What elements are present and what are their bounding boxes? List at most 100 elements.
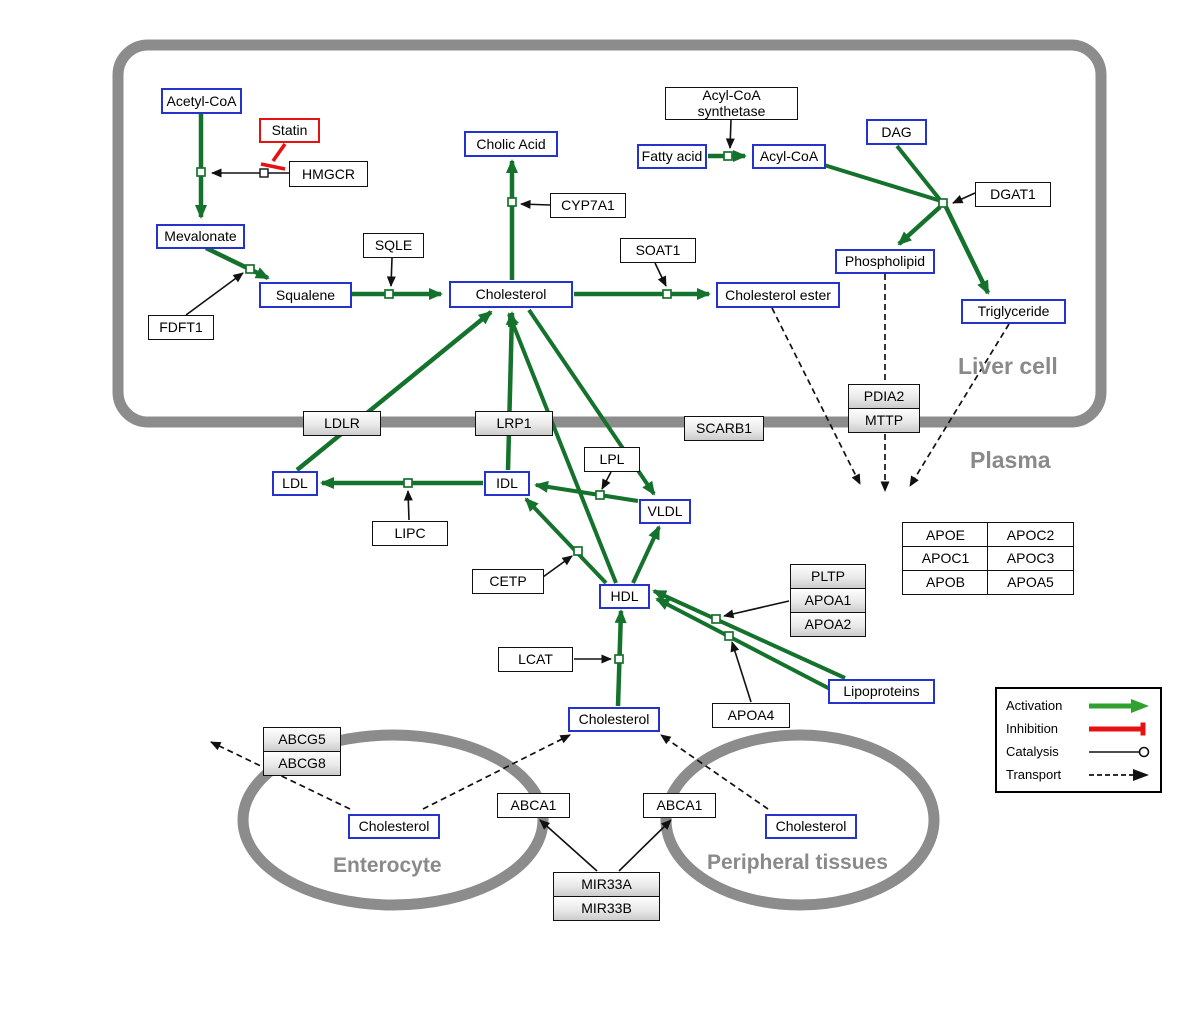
node-apoa1[interactable]: APOA1: [790, 588, 866, 613]
edge-mir33-abca1-left: [539, 819, 598, 872]
catalysis-circle-icon: [1089, 746, 1150, 757]
edge-apoa4-catalysis: [730, 641, 752, 703]
node-lipoproteins[interactable]: Lipoproteins: [828, 679, 935, 704]
statin-inhibition-line: [271, 142, 287, 163]
edge-cholesterol-abcg-export: [210, 741, 351, 810]
node-scarb1[interactable]: SCARB1: [684, 416, 764, 441]
edge-vldl-idl: [534, 480, 639, 503]
plasma-label: Plasma: [970, 447, 1051, 473]
edge-sqle-catalysis: [386, 257, 396, 287]
node-lpl[interactable]: LPL: [584, 447, 640, 472]
node-cholesterol-enterocyte[interactable]: Cholesterol: [348, 814, 440, 839]
node-acetyl-coa[interactable]: Acetyl-CoA: [161, 88, 242, 114]
edge-cholesterolester-plasma: [771, 307, 861, 485]
apo-table: APOE APOC2 APOC1 APOC3 APOB APOA5: [902, 522, 1074, 595]
catalysis-edges: [185, 119, 976, 872]
apo-cell[interactable]: APOA5: [987, 569, 1074, 595]
node-apoa4[interactable]: APOA4: [712, 703, 790, 728]
node-fatty-acid[interactable]: Fatty acid: [637, 144, 707, 169]
node-apoa2[interactable]: APOA2: [790, 612, 866, 637]
legend-row-inhibition: Inhibition: [997, 717, 1160, 740]
node-sqle[interactable]: SQLE: [363, 233, 424, 258]
acs-line1: Acyl-CoA: [702, 87, 761, 104]
edge-dgat1-catalysis: [952, 192, 976, 204]
edge-cetp-catalysis: [542, 555, 573, 578]
node-dag[interactable]: DAG: [866, 119, 927, 145]
node-abcg8[interactable]: ABCG8: [263, 751, 341, 776]
apo-cell[interactable]: APOE: [902, 522, 989, 548]
node-lcat[interactable]: LCAT: [498, 647, 573, 672]
node-dgat1[interactable]: DGAT1: [975, 182, 1051, 207]
edge-soat1-catalysis: [654, 262, 667, 287]
apo-cell[interactable]: APOC3: [987, 545, 1074, 571]
edge-pltp-stack-catalysis: [723, 600, 790, 619]
legend-activation-label: Activation: [1006, 698, 1063, 713]
activation-edges: [195, 113, 991, 707]
node-hmgcr[interactable]: HMGCR: [289, 161, 368, 187]
legend-catalysis-label: Catalysis: [1006, 744, 1059, 759]
node-squalene[interactable]: Squalene: [259, 282, 352, 308]
node-cetp[interactable]: CETP: [472, 569, 544, 594]
peripheral-tissues-label: Peripheral tissues: [707, 851, 888, 874]
apo-cell[interactable]: APOC1: [902, 545, 989, 571]
node-cholesterol-liver[interactable]: Cholesterol: [449, 281, 573, 308]
legend-transport-label: Transport: [1006, 767, 1062, 782]
edge-lpl-catalysis: [601, 471, 612, 490]
node-ldl[interactable]: LDL: [272, 471, 318, 496]
liver-cell-label: Liver cell: [958, 353, 1058, 379]
liver-cell-outline: [112, 39, 1107, 428]
node-acyl-coa2[interactable]: Acyl-CoA: [752, 144, 826, 169]
node-acyl-coa-synthetase[interactable]: Acyl-CoA synthetase: [665, 87, 798, 120]
node-cholic-acid[interactable]: Cholic Acid: [464, 131, 558, 157]
statin-inhibition-bar: [260, 162, 286, 171]
inhibition-tbar-icon: [1089, 722, 1146, 735]
node-cholesterol-ester[interactable]: Cholesterol ester: [716, 282, 840, 308]
edge-mevalonate-squalene: [205, 245, 270, 281]
node-phospholipid[interactable]: Phospholipid: [835, 249, 935, 274]
node-abca1-left[interactable]: ABCA1: [497, 793, 570, 818]
node-ldlr[interactable]: LDLR: [303, 411, 381, 436]
edge-peripheral-cholesterol-plasma: [660, 734, 769, 810]
edge-hdl-vldl: [631, 525, 661, 584]
node-cholesterol-plasma[interactable]: Cholesterol: [568, 707, 660, 732]
legend-inhibition-label: Inhibition: [1006, 721, 1059, 736]
node-idl[interactable]: IDL: [484, 471, 530, 496]
edge-mir33-abca1-right: [618, 819, 672, 872]
node-abca1-right[interactable]: ABCA1: [643, 793, 716, 818]
edge-node-phospholipid: [897, 205, 942, 246]
node-hdl[interactable]: HDL: [599, 584, 650, 609]
edge-node-triglyceride: [943, 206, 991, 295]
node-statin[interactable]: Statin: [259, 118, 320, 143]
edge-idl-liver: [505, 311, 518, 471]
node-mttp[interactable]: MTTP: [848, 408, 920, 433]
legend-row-activation: Activation: [997, 694, 1160, 717]
node-pdia2[interactable]: PDIA2: [848, 384, 920, 409]
node-mevalonate[interactable]: Mevalonate: [156, 224, 245, 249]
apo-cell[interactable]: APOC2: [987, 522, 1074, 548]
enterocyte-label: Enterocyte: [333, 854, 442, 877]
node-soat1[interactable]: SOAT1: [620, 238, 696, 263]
edge-dag-dgat1node: [895, 144, 943, 203]
node-vldl[interactable]: VLDL: [639, 499, 691, 524]
edge-lipc-catalysis: [403, 490, 413, 521]
edge-acs-catalysis: [725, 119, 735, 149]
node-mir33a[interactable]: MIR33A: [553, 872, 660, 897]
node-lrp1[interactable]: LRP1: [475, 411, 553, 436]
node-abcg5[interactable]: ABCG5: [263, 727, 341, 752]
node-pltp[interactable]: PLTP: [790, 564, 866, 589]
edge-fdft1-catalysis: [185, 272, 244, 316]
node-lipc[interactable]: LIPC: [372, 521, 448, 546]
node-fdft1[interactable]: FDFT1: [148, 315, 214, 340]
reaction-nodes: [196, 151, 948, 664]
apo-cell[interactable]: APOB: [902, 569, 989, 595]
node-cyp7a1[interactable]: CYP7A1: [550, 193, 626, 218]
node-cholesterol-peripheral[interactable]: Cholesterol: [765, 814, 857, 839]
legend: Activation Inhibition Catalysis Transpor…: [995, 687, 1162, 793]
legend-row-transport: Transport: [997, 763, 1160, 786]
node-triglyceride[interactable]: Triglyceride: [961, 299, 1066, 324]
edge-acylcoa-dgat1node: [823, 163, 942, 203]
acs-line2: synthetase: [697, 102, 766, 119]
edge-lipoproteins-hdl-upper: [652, 589, 846, 680]
transport-dashed-arrow-icon: [1089, 768, 1149, 781]
node-mir33b[interactable]: MIR33B: [553, 896, 660, 921]
